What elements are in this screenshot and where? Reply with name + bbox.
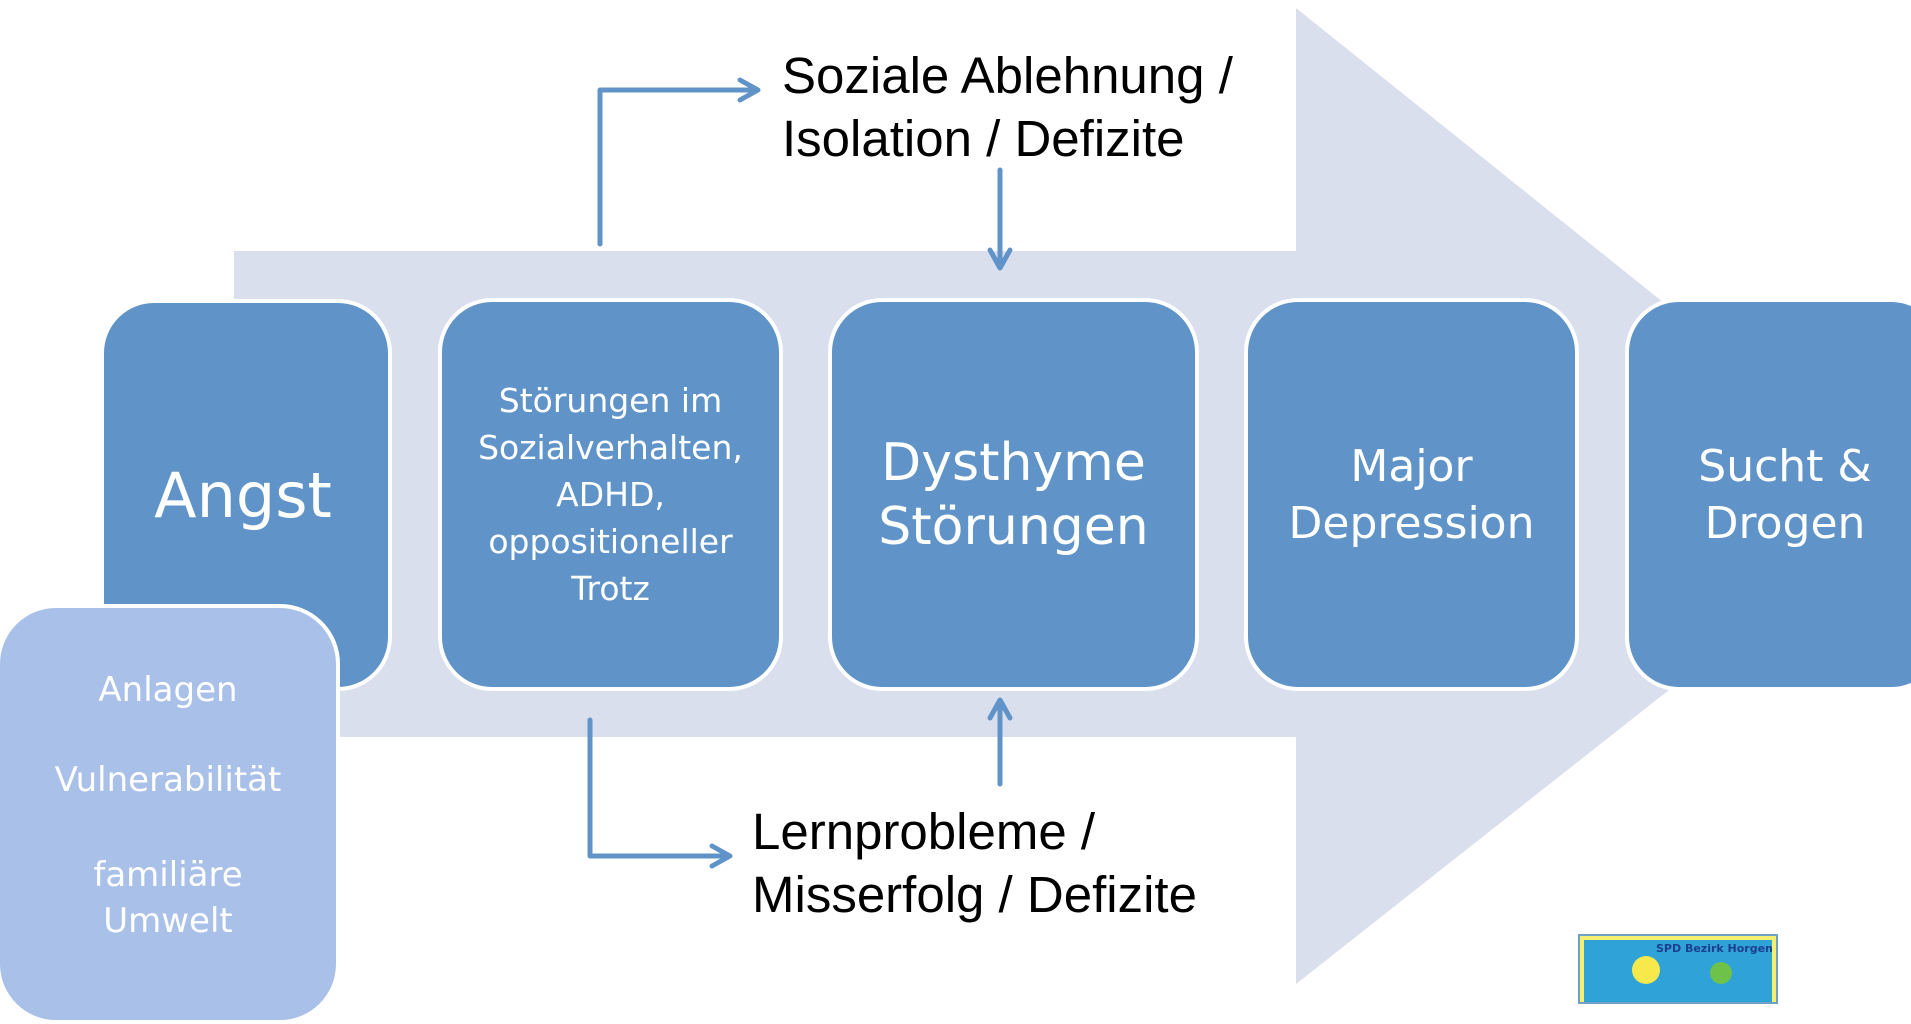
node-angst-label: Angst: [154, 458, 332, 532]
node-major-line-2: Depression: [1288, 497, 1535, 549]
node-dysthyme-stoerungen: Dysthyme Störungen: [828, 298, 1199, 691]
label-soziale-line-1: Soziale Ablehnung /: [782, 47, 1233, 104]
node-sucht-drogen: Sucht & Drogen: [1625, 298, 1911, 691]
label-soziale-line-2: Isolation / Defizite: [782, 110, 1185, 167]
node-stoerungen-line-2: Sozialverhalten,: [478, 428, 743, 467]
node-dysthyme-line-1: Dysthyme: [881, 432, 1146, 493]
logo-sun-icon: [1632, 956, 1660, 984]
factor-anlagen: Anlagen: [98, 670, 238, 710]
node-sucht-line-2: Drogen: [1704, 497, 1866, 549]
logo-text: SPD Bezirk Horgen: [1656, 942, 1773, 955]
node-stoerungen-line-1: Störungen im: [498, 381, 723, 420]
label-lern-line-2: Misserfolg / Defizite: [752, 866, 1197, 923]
factor-box: Anlagen Vulnerabilität familiäre Umwelt: [0, 604, 340, 1024]
node-major-line-1: Major: [1350, 440, 1473, 492]
label-lern-line-1: Lernprobleme /: [752, 803, 1096, 860]
factor-vulnerabilitaet: Vulnerabilität: [54, 760, 282, 800]
factor-familiaere-line-1: familiäre: [93, 855, 243, 895]
factor-familiaere-line-2: Umwelt: [103, 901, 233, 941]
factor-familiaere-umwelt: familiäre Umwelt: [0, 852, 336, 944]
node-stoerungen-line-5: Trotz: [571, 569, 650, 608]
node-dysthyme-line-2: Störungen: [878, 496, 1149, 557]
logo-figure-icon: [1710, 962, 1732, 984]
node-major-depression: Major Depression: [1244, 298, 1579, 691]
node-stoerungen-line-4: oppositioneller: [488, 522, 733, 561]
label-lernprobleme: Lernprobleme / Misserfolg / Defizite: [752, 800, 1197, 926]
spd-logo: SPD Bezirk Horgen: [1578, 934, 1778, 1004]
node-stoerungen-line-3: ADHD,: [556, 475, 665, 514]
label-soziale-ablehnung: Soziale Ablehnung / Isolation / Defizite: [782, 44, 1233, 170]
diagram-canvas: Angst Störungen im Sozialverhalten, ADHD…: [0, 8, 1911, 1024]
node-sucht-line-1: Sucht &: [1698, 440, 1872, 492]
node-stoerungen-sozialverhalten: Störungen im Sozialverhalten, ADHD, oppo…: [438, 298, 783, 691]
